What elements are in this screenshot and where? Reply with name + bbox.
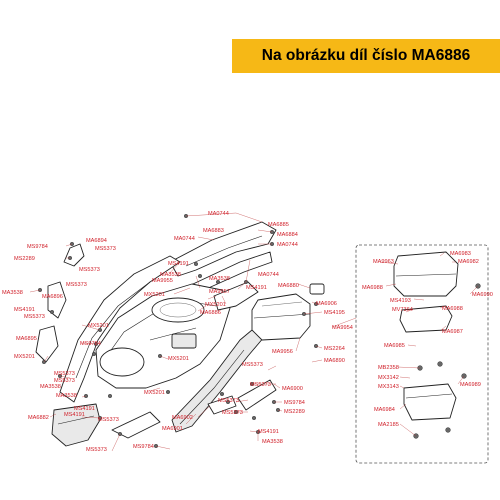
part-label: MS2289 bbox=[14, 256, 35, 262]
part-label: MX3143 bbox=[378, 384, 399, 390]
part-label: MA6989 bbox=[460, 382, 481, 388]
part-label: MA6983 bbox=[450, 251, 471, 257]
left-trim-parts bbox=[35, 243, 85, 363]
part-label: MS5373 bbox=[98, 417, 119, 423]
part-label: MA3538 bbox=[56, 393, 77, 399]
part-label: MS5373 bbox=[242, 362, 263, 368]
part-label: MS5373 bbox=[86, 447, 107, 453]
part-label: MA6988 bbox=[442, 306, 463, 312]
part-label: MA6886 bbox=[200, 310, 221, 316]
part-label: MA6900 bbox=[282, 386, 303, 392]
part-label: MS5373 bbox=[79, 267, 100, 273]
top-case bbox=[251, 283, 325, 341]
part-label: MS4193 bbox=[390, 298, 411, 304]
lower-cover-parts bbox=[111, 379, 277, 439]
part-label: MA6896 bbox=[42, 294, 63, 300]
part-label: MA0744 bbox=[258, 272, 279, 278]
fasteners bbox=[38, 213, 319, 449]
part-label: MA6982 bbox=[458, 259, 479, 265]
part-label: MA6990 bbox=[472, 292, 493, 298]
right-side-cover bbox=[171, 281, 271, 433]
part-label: MS9784 bbox=[133, 444, 154, 450]
part-label: MA6985 bbox=[384, 343, 405, 349]
part-label: MA6885 bbox=[268, 222, 289, 228]
part-label: MA6882 bbox=[28, 415, 49, 421]
part-label: MX5201 bbox=[88, 323, 109, 329]
part-label: MA0744 bbox=[277, 242, 298, 248]
part-label: MA2185 bbox=[378, 422, 399, 428]
part-label: MX5201 bbox=[144, 390, 165, 396]
leader-lines bbox=[29, 212, 479, 452]
part-label: MS5373 bbox=[54, 378, 75, 384]
part-label: MA6894 bbox=[86, 238, 107, 244]
part-label: MS5373 bbox=[95, 246, 116, 252]
part-label: MS9784 bbox=[284, 400, 305, 406]
part-label: MA3538 bbox=[262, 439, 283, 445]
part-label: MS5373 bbox=[218, 398, 239, 404]
part-label: MA6895 bbox=[16, 336, 37, 342]
part-label: MS4195 bbox=[324, 310, 345, 316]
part-label: MA3538 bbox=[160, 272, 181, 278]
part-label: MS4191 bbox=[14, 307, 35, 313]
part-label: MS4191 bbox=[74, 406, 95, 412]
part-label: MA6883 bbox=[203, 228, 224, 234]
part-label: MS4191 bbox=[258, 429, 279, 435]
part-label: MA6884 bbox=[277, 232, 298, 238]
part-label: MX3142 bbox=[378, 375, 399, 381]
left-side-panel bbox=[59, 255, 181, 403]
part-label: MS4191 bbox=[168, 261, 189, 267]
part-label: MA3538 bbox=[2, 290, 23, 296]
part-label: MS9784 bbox=[80, 341, 101, 347]
part-label: MS5373 bbox=[24, 314, 45, 320]
part-label: MS5373 bbox=[66, 282, 87, 288]
part-label: MA6984 bbox=[374, 407, 395, 413]
center-body bbox=[95, 283, 231, 389]
part-label: MA6902 bbox=[172, 415, 193, 421]
part-label: MX5201 bbox=[205, 302, 226, 308]
part-label: MA3538 bbox=[40, 384, 61, 390]
part-label: MA9963 bbox=[373, 259, 394, 265]
part-label: MX5201 bbox=[168, 356, 189, 362]
part-label: MA9956 bbox=[272, 349, 293, 355]
part-label: MA6988 bbox=[362, 285, 383, 291]
part-label: MS4191 bbox=[246, 285, 267, 291]
part-label: MS5373 bbox=[250, 382, 271, 388]
part-label: MA9957 bbox=[209, 289, 230, 295]
part-label: MS9784 bbox=[27, 244, 48, 250]
part-label: MA9954 bbox=[332, 325, 353, 331]
part-label: MA6901 bbox=[162, 426, 183, 432]
part-labels: MA0744 MA6885 MA6883 MA6884 MA0744 MA074… bbox=[2, 211, 493, 453]
part-number-banner: Na obrázku díl číslo MA6886 bbox=[232, 39, 500, 73]
part-label: MA6987 bbox=[442, 329, 463, 335]
part-label: MA3538 bbox=[209, 276, 230, 282]
part-label: MS2289 bbox=[284, 409, 305, 415]
part-label: MV7364 bbox=[392, 307, 413, 313]
part-label: MA6880 bbox=[278, 283, 299, 289]
part-label: MA9955 bbox=[152, 278, 173, 284]
part-label: MS4191 bbox=[64, 412, 85, 418]
top-case-inset bbox=[355, 244, 489, 464]
part-label: MA6890 bbox=[324, 358, 345, 364]
part-label: MA0744 bbox=[208, 211, 229, 217]
part-label: MX5201 bbox=[14, 354, 35, 360]
part-label: MA0744 bbox=[174, 236, 195, 242]
part-label: MX5201 bbox=[144, 292, 165, 298]
part-label: MS2264 bbox=[324, 346, 345, 352]
part-label: MS5373 bbox=[54, 371, 75, 377]
part-label: MS5373 bbox=[222, 410, 243, 416]
part-label: MA6906 bbox=[316, 301, 337, 307]
part-label: MB2358 bbox=[378, 365, 399, 371]
